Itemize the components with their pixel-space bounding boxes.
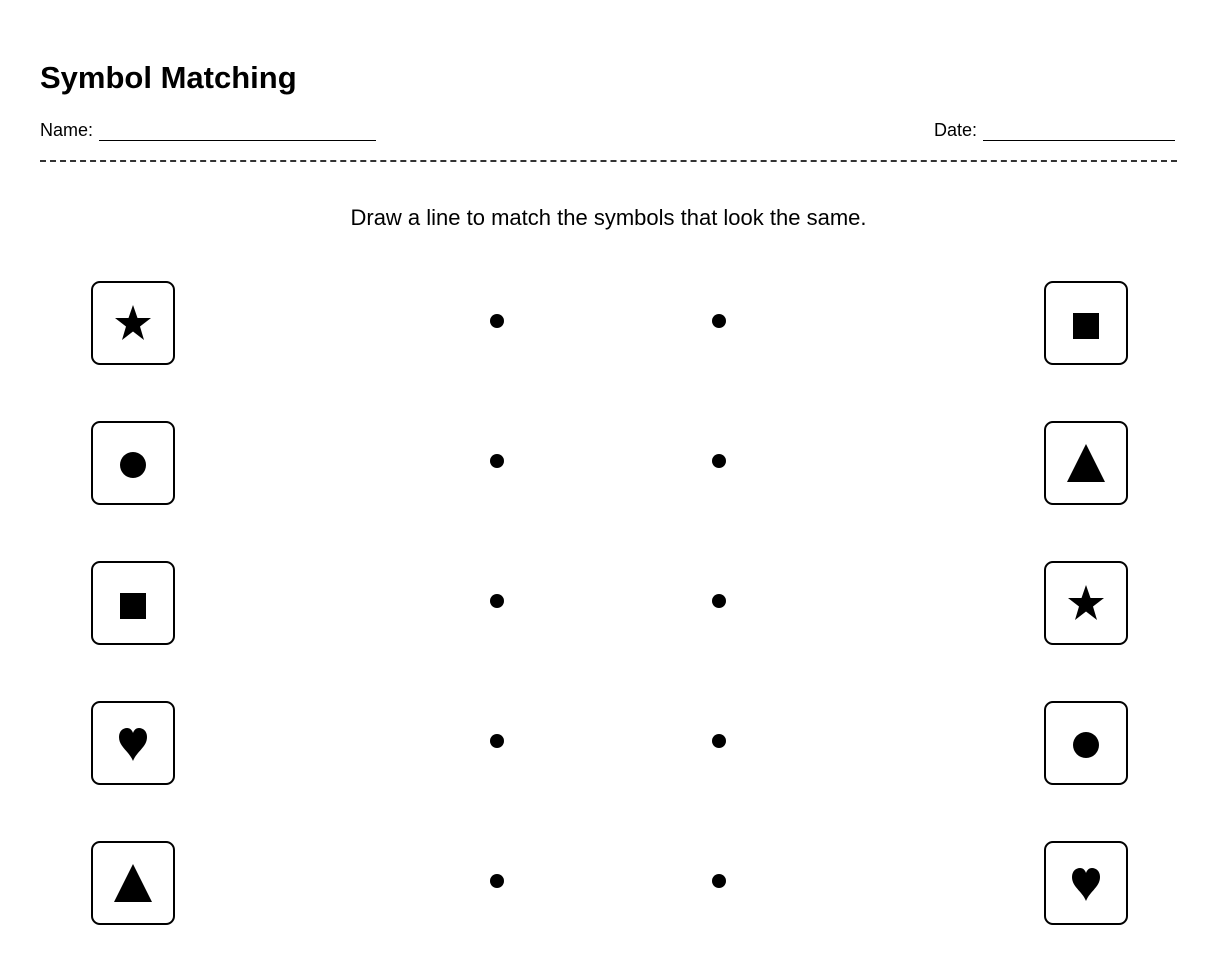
left-symbol-box-4[interactable]: [91, 701, 175, 785]
heart-icon: [119, 728, 147, 761]
left-connect-dot-2[interactable]: [490, 454, 504, 468]
page-title: Symbol Matching: [40, 60, 297, 95]
right-connect-dot-2[interactable]: [712, 454, 726, 468]
circle-icon: [120, 452, 146, 478]
right-connect-dot-4[interactable]: [712, 734, 726, 748]
square-icon: [120, 593, 146, 619]
left-connect-dot-1[interactable]: [490, 314, 504, 328]
right-connect-dot-5[interactable]: [712, 874, 726, 888]
star-icon: [1068, 585, 1104, 620]
right-connect-dot-3[interactable]: [712, 594, 726, 608]
left-symbol-box-5[interactable]: [91, 841, 175, 925]
name-field[interactable]: Name:: [40, 119, 377, 141]
dashed-divider: [40, 160, 1177, 162]
name-blank-line[interactable]: [99, 120, 377, 141]
right-symbol-box-3[interactable]: [1044, 561, 1128, 645]
left-symbol-box-3[interactable]: [91, 561, 175, 645]
name-label: Name:: [40, 120, 94, 140]
left-symbol-box-1[interactable]: [91, 281, 175, 365]
right-symbol-box-5[interactable]: [1044, 841, 1128, 925]
triangle-icon: [114, 864, 152, 902]
date-blank-line[interactable]: [983, 120, 1176, 141]
right-symbol-box-2[interactable]: [1044, 421, 1128, 505]
left-symbol-box-2[interactable]: [91, 421, 175, 505]
date-label: Date:: [934, 120, 978, 140]
right-symbol-box-4[interactable]: [1044, 701, 1128, 785]
right-symbol-box-1[interactable]: [1044, 281, 1128, 365]
square-icon: [1073, 313, 1099, 339]
star-icon: [115, 305, 151, 340]
left-connect-dot-4[interactable]: [490, 734, 504, 748]
right-connect-dot-1[interactable]: [712, 314, 726, 328]
left-connect-dot-5[interactable]: [490, 874, 504, 888]
triangle-icon: [1067, 444, 1105, 482]
left-connect-dot-3[interactable]: [490, 594, 504, 608]
circle-icon: [1073, 732, 1099, 758]
instructions: Draw a line to match the symbols that lo…: [350, 205, 867, 230]
date-field[interactable]: Date:: [934, 119, 1176, 141]
heart-icon: [1072, 868, 1100, 901]
